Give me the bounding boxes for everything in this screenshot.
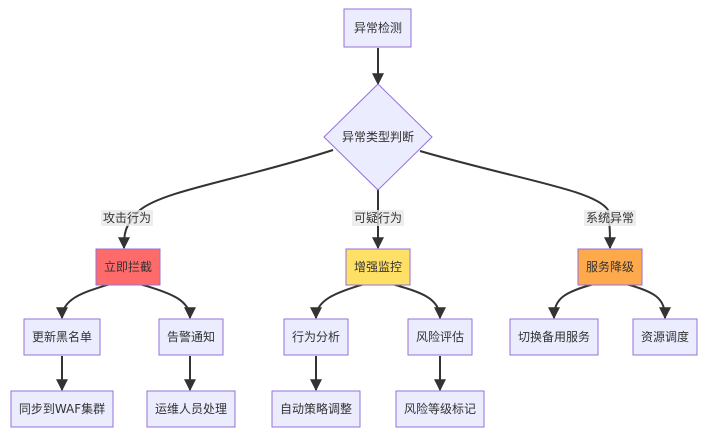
node-block[interactable]: 立即拦截: [95, 248, 161, 286]
node-degrade-box: [577, 248, 643, 286]
node-judge-diamond: [323, 83, 433, 191]
edge-monitor-analyze: [310, 283, 365, 320]
node-detect[interactable]: 异常检测: [343, 8, 412, 48]
edge-label-system: 系统异常: [586, 211, 634, 225]
node-ops-box: [146, 390, 236, 428]
edge-label-attack: 攻击行为: [103, 211, 151, 225]
node-mark[interactable]: 风险等级标记: [395, 390, 485, 428]
node-schedule[interactable]: 资源调度: [632, 318, 698, 356]
node-waf-box: [10, 390, 114, 428]
node-risk-box: [407, 318, 473, 356]
edges: [56, 48, 671, 392]
node-analyze[interactable]: 行为分析: [283, 318, 349, 356]
edge-degrade-failover: [548, 283, 595, 320]
node-schedule-label: 资源调度: [641, 329, 689, 344]
node-ops[interactable]: 运维人员处理: [146, 390, 236, 428]
node-monitor-label: 增强监控: [354, 260, 402, 274]
edge-labels: 攻击行为 可疑行为 系统异常: [101, 210, 636, 226]
node-block-label: 立即拦截: [104, 259, 152, 274]
node-ops-label: 运维人员处理: [155, 402, 227, 416]
node-analyze-box: [283, 318, 349, 356]
node-judge[interactable]: 异常类型判断: [323, 83, 433, 191]
node-blacklist-label: 更新黑名单: [32, 329, 92, 344]
node-alert-label: 告警通知: [167, 329, 215, 344]
node-schedule-box: [632, 318, 698, 356]
node-strategy-label: 自动策略调整: [280, 401, 352, 416]
node-strategy[interactable]: 自动策略调整: [271, 390, 361, 428]
node-alert-box: [158, 318, 224, 356]
node-waf[interactable]: 同步到WAF集群: [10, 390, 114, 428]
node-failover-label: 切换备用服务: [518, 329, 590, 344]
node-failover-box: [509, 318, 599, 356]
node-block-box: [95, 248, 161, 286]
edge-judge-degrade: [419, 150, 616, 250]
node-degrade-label: 服务降级: [586, 259, 634, 274]
node-monitor[interactable]: 增强监控: [345, 248, 411, 286]
node-strategy-box: [271, 390, 361, 428]
edge-label-suspicious-bg: [352, 210, 404, 226]
edge-label-system-bg: [584, 210, 636, 226]
node-mark-label: 风险等级标记: [404, 401, 476, 416]
node-mark-box: [395, 390, 485, 428]
edge-degrade-schedule: [625, 283, 671, 320]
node-alert[interactable]: 告警通知: [158, 318, 224, 356]
edge-monitor-risk: [391, 283, 446, 320]
node-risk-label: 风险评估: [416, 329, 464, 344]
node-analyze-label: 行为分析: [292, 330, 340, 344]
edge-judge-block: [118, 149, 334, 250]
edge-label-attack-bg: [101, 210, 153, 226]
node-waf-label: 同步到WAF集群: [19, 401, 105, 416]
node-blacklist[interactable]: 更新黑名单: [23, 318, 101, 356]
edge-block-alert: [139, 283, 196, 320]
node-monitor-box: [345, 248, 411, 286]
node-detect-label: 异常检测: [354, 20, 402, 35]
node-judge-label: 异常类型判断: [342, 129, 414, 144]
node-detect-box: [343, 8, 412, 48]
node-risk[interactable]: 风险评估: [407, 318, 473, 356]
node-blacklist-box: [23, 318, 101, 356]
edge-block-blacklist: [56, 283, 111, 320]
edge-label-suspicious: 可疑行为: [354, 210, 402, 225]
node-degrade[interactable]: 服务降级: [577, 248, 643, 286]
node-failover[interactable]: 切换备用服务: [509, 318, 599, 356]
